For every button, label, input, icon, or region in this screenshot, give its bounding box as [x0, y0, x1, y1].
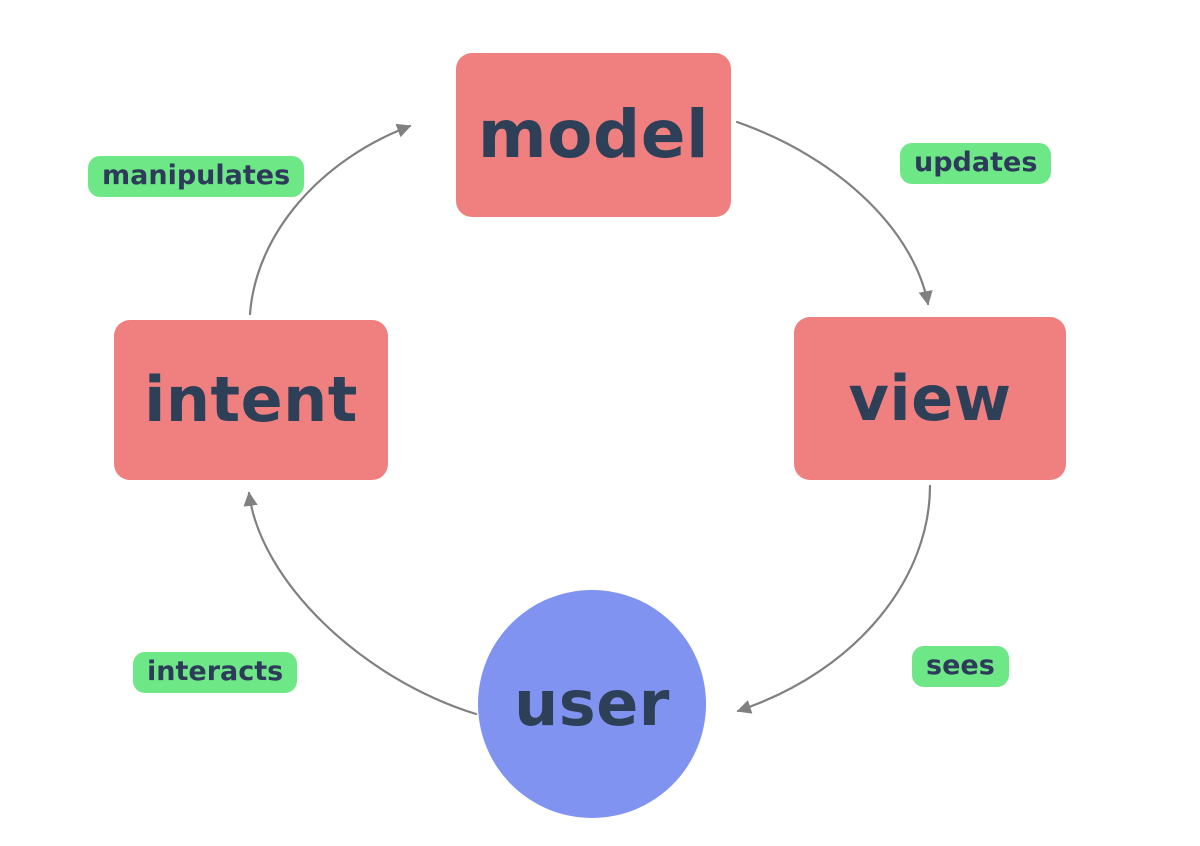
node-intent-label: intent [144, 363, 358, 436]
node-model[interactable]: model [456, 53, 731, 217]
node-intent[interactable]: intent [114, 320, 388, 480]
edge-label-interacts-text: interacts [147, 656, 284, 687]
edge-intent-to-model [248, 123, 412, 316]
edge-label-interacts: interacts [133, 652, 298, 693]
node-user-label: user [514, 667, 670, 740]
node-view-label: view [848, 361, 1012, 435]
node-user[interactable]: user [478, 590, 706, 818]
edge-view-to-user [736, 484, 932, 714]
edge-label-manipulates: manipulates [88, 156, 305, 197]
edge-label-sees-text: sees [926, 650, 995, 681]
edge-model-to-view [735, 120, 933, 306]
node-view[interactable]: view [794, 317, 1066, 480]
edge-label-sees: sees [912, 646, 1009, 687]
node-model-label: model [477, 96, 710, 173]
edge-label-manipulates-text: manipulates [102, 160, 291, 191]
edge-label-updates: updates [900, 143, 1052, 184]
edge-label-updates-text: updates [914, 147, 1038, 178]
